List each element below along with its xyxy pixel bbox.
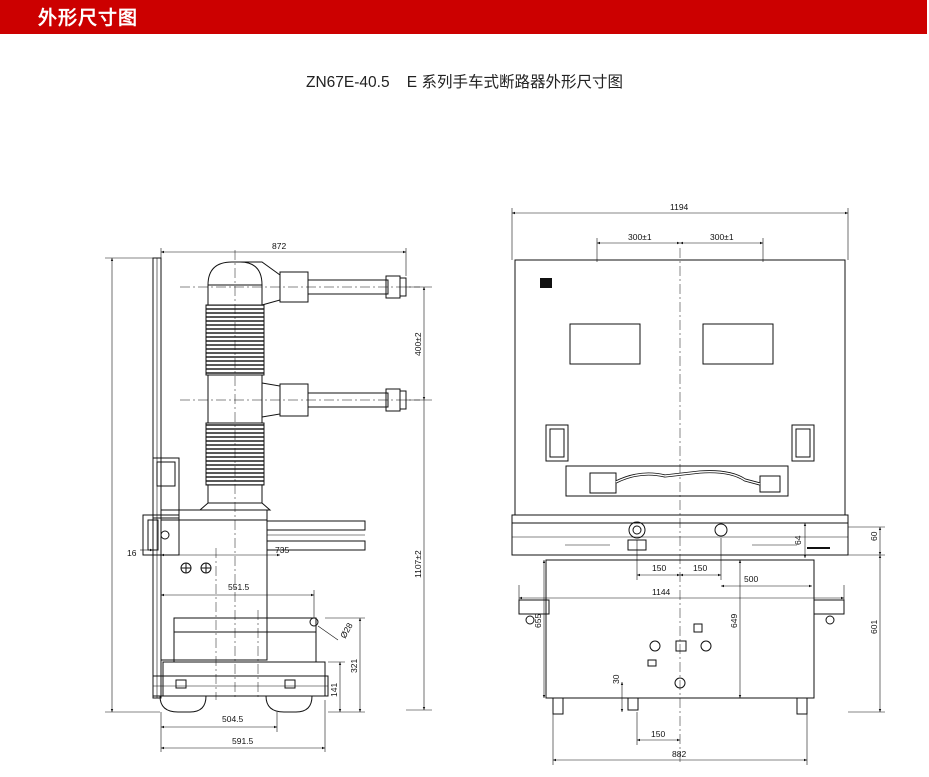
dim-1107: 1107±2 <box>413 550 423 578</box>
front-view <box>511 208 885 765</box>
dim-141: 141 <box>329 683 339 697</box>
dim-321: 321 <box>349 659 359 673</box>
dim-1194: 1194 <box>670 202 689 212</box>
dim-649: 649 <box>729 614 739 628</box>
dim-735: 735 <box>275 545 289 555</box>
dim-150-c: 150 <box>651 729 665 739</box>
dim-1144: 1144 <box>652 587 671 597</box>
dim-300-right: 300±1 <box>710 232 734 242</box>
dim-28: Ø28 <box>338 621 355 640</box>
diagram-title: ZN67E-40.5 E 系列手车式断路器外形尺寸图 <box>306 74 623 91</box>
dim-150-b: 150 <box>693 563 707 573</box>
front-view-labels: 1194 300±1 300±1 60 64 150 150 500 1144 … <box>533 202 879 759</box>
dim-551: 551.5 <box>228 582 250 592</box>
dim-300-left: 300±1 <box>628 232 652 242</box>
dim-601: 601 <box>869 620 879 634</box>
dim-591: 591.5 <box>232 736 254 746</box>
side-view-labels: 872 400±2 1107±2 735 16 551.5 Ø28 321 14… <box>127 241 423 746</box>
dim-150-a: 150 <box>652 563 666 573</box>
dim-400: 400±2 <box>413 332 423 356</box>
header-title: 外形尺寸图 <box>38 7 139 29</box>
header-bar: 外形尺寸图 <box>0 0 927 34</box>
dim-30: 30 <box>611 674 621 684</box>
side-view <box>105 248 432 752</box>
dim-60: 60 <box>869 531 879 541</box>
dim-504: 504.5 <box>222 714 244 724</box>
dim-16: 16 <box>127 548 137 558</box>
dim-64: 64 <box>793 535 803 545</box>
dim-500: 500 <box>744 574 758 584</box>
dim-872: 872 <box>272 241 286 251</box>
dim-882: 882 <box>672 749 686 759</box>
dim-655: 655 <box>533 614 543 628</box>
